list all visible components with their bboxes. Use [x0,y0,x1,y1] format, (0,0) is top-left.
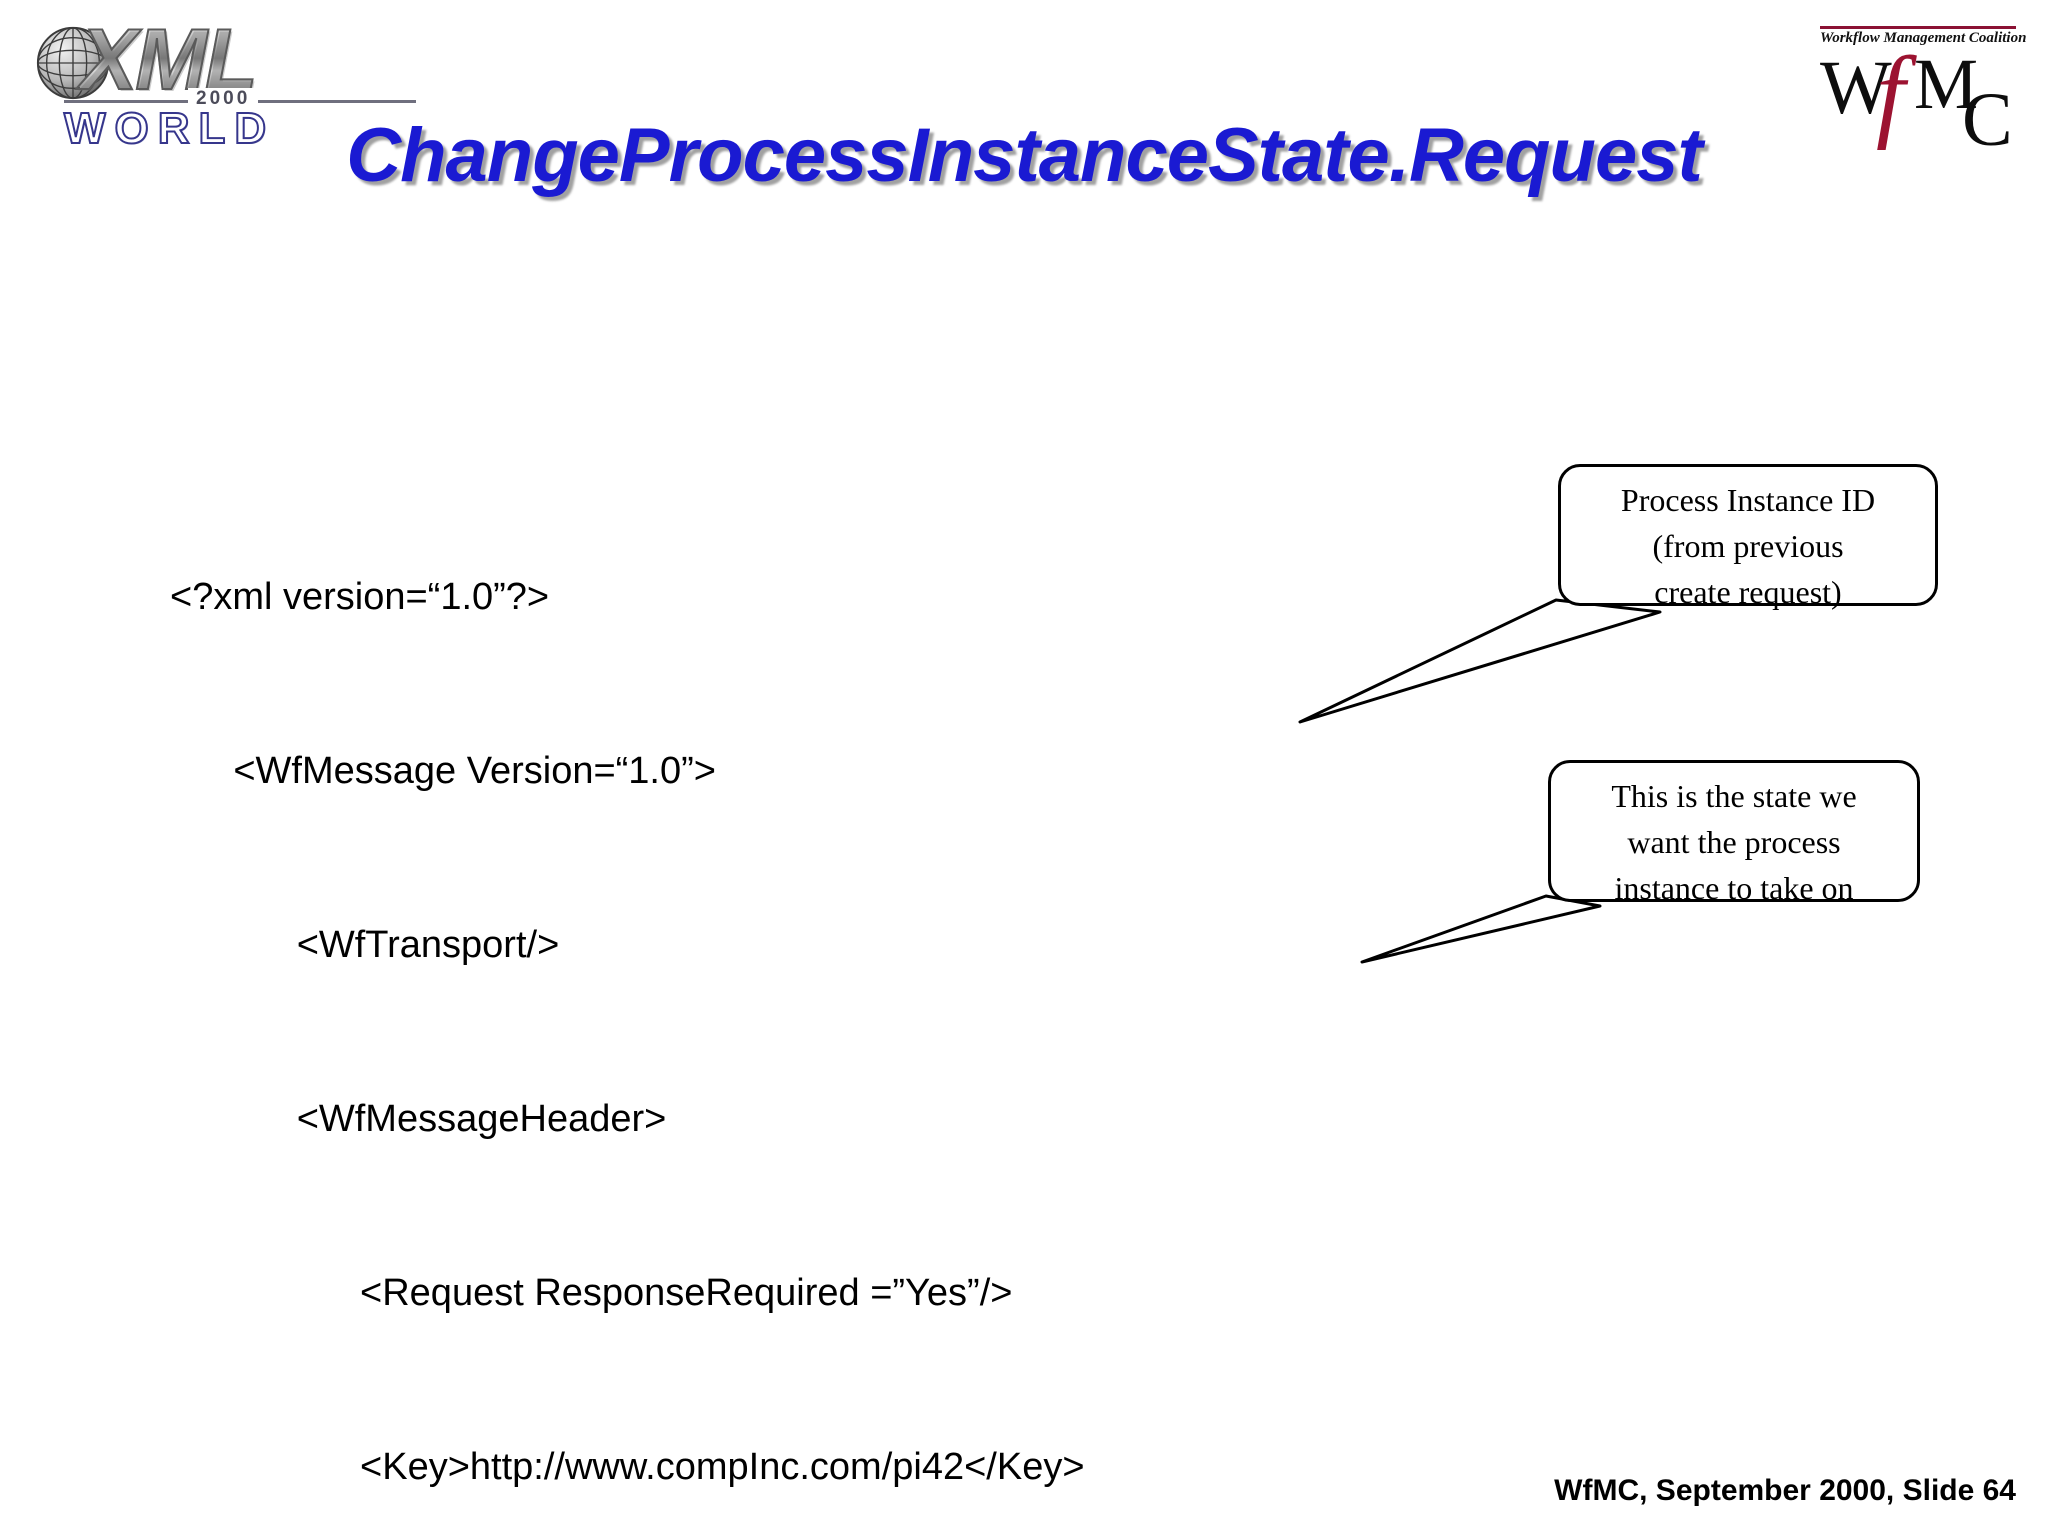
slide-footer: WfMC, September 2000, Slide 64 [1554,1474,2016,1507]
wfmc-letter-m: M [1914,44,1979,124]
wfmc-monogram: W M C f [1814,42,2022,159]
code-line: <Request ResponseRequired =”Yes”/> [170,1272,1013,1314]
callout-line: want the process [1627,824,1841,860]
callout-line: (from previous [1652,528,1844,564]
callout-line: This is the state we [1611,778,1857,814]
wfmc-letter-w: W [1820,46,1892,130]
callout-process-instance-id: Process Instance ID (from previous creat… [1558,464,1938,610]
code-line: <WfMessageHeader> [170,1098,667,1140]
code-line: <Key>http://www.compInc.com/pi42</Key> [170,1446,1085,1488]
code-line: <?xml version=“1.0”?> [170,576,550,618]
xml-logo-year: 2000 [188,88,259,110]
callout-line: Process Instance ID [1620,482,1876,518]
page-title: ChangeProcessInstanceState.Request [346,113,1703,198]
callout-state-description: This is the state we want the process in… [1548,760,1920,906]
wfmc-letter-c: C [1962,78,2013,162]
wfmc-letter-f: f [1876,36,1905,151]
globe-wireframe-icon [36,26,110,100]
wfmc-caption: Workflow Management Coalition [1820,30,2027,46]
code-line: <WfTransport/> [170,924,560,966]
code-line: <WfMessage Version=“1.0”> [170,750,716,792]
xml-world-subtitle: WORLD [63,103,276,154]
xml-code-block: <?xml version=“1.0”?> <WfMessage Version… [170,452,1353,1536]
callout-line: create request) [1654,574,1842,610]
xml-world-logo: XML WORLD 2000 [28,15,418,154]
wfmc-logo: Workflow Management Coalition W M C f [1814,14,2027,159]
wfmc-rule [1820,26,2016,29]
callout-line: instance to take on [1614,870,1854,906]
